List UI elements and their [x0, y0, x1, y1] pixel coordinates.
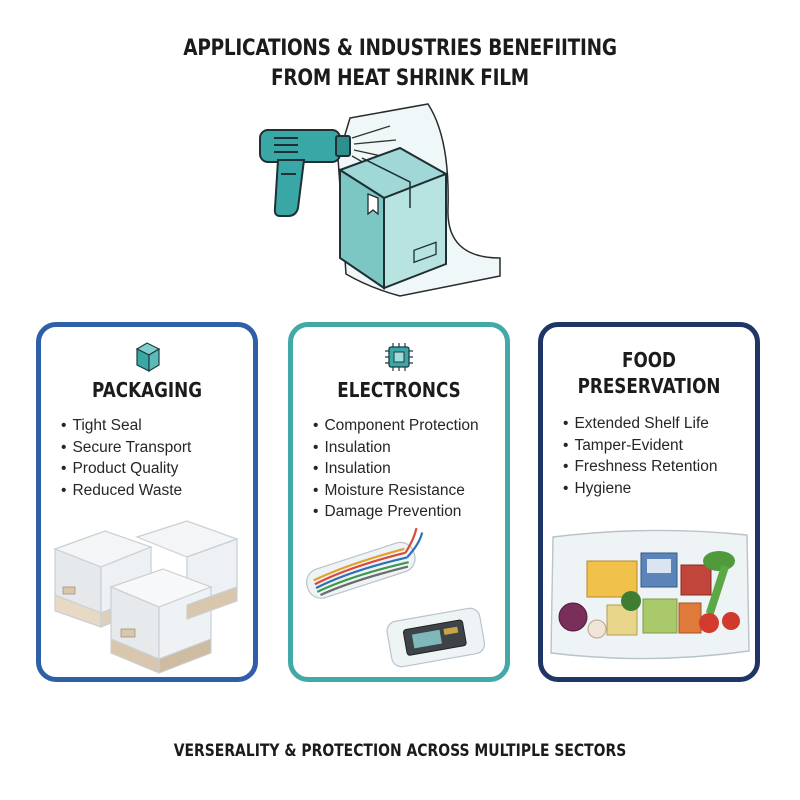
- list-item: Secure Transport: [61, 437, 191, 459]
- list-item: Hygiene: [563, 478, 717, 500]
- list-item: Reduced Waste: [61, 480, 191, 502]
- packaging-card: PACKAGING Tight Seal Secure Transport Pr…: [36, 322, 258, 682]
- food-preservation-title: FOOD PRESERVATION: [560, 347, 738, 399]
- list-item: Tamper-Evident: [563, 435, 717, 457]
- food-title-line-2: PRESERVATION: [577, 374, 721, 398]
- footer-tagline: VERSERALITY & PROTECTION ACROSS MULTIPLE…: [173, 741, 627, 761]
- wrapped-electronics-illustration: [305, 527, 486, 668]
- heat-gun-icon: [259, 129, 351, 217]
- packaging-list: Tight Seal Secure Transport Product Qual…: [61, 415, 191, 501]
- list-item: Insulation: [313, 437, 479, 459]
- title-line-1: APPLICATIONS & INDUSTRIES BENEFIITING: [183, 36, 617, 61]
- food-title-line-1: FOOD: [622, 348, 676, 372]
- electronics-card: ELECTRONCS Component Protection Insulati…: [288, 322, 510, 682]
- list-item: Component Protection: [313, 415, 478, 437]
- food-list: Extended Shelf Life Tamper-Evident Fresh…: [563, 413, 717, 499]
- list-item: Freshness Retention: [563, 456, 717, 478]
- electronics-title: ELECTRONCS: [337, 378, 461, 402]
- list-item: Insulation: [313, 458, 479, 480]
- list-item: Damage Prevention: [313, 501, 479, 523]
- box-icon: [135, 342, 161, 373]
- vacuum-sealed-food-illustration: [550, 529, 750, 660]
- chip-icon: [385, 343, 413, 371]
- list-item: Extended Shelf Life: [563, 413, 717, 435]
- electronics-list: Component Protection Insulation Insulati…: [313, 415, 479, 523]
- title-line-2: FROM HEAT SHRINK FILM: [271, 66, 529, 91]
- packaging-title: PACKAGING: [91, 378, 203, 402]
- list-item: Moisture Resistance: [313, 480, 479, 502]
- list-item: Product Quality: [61, 458, 191, 480]
- page-title: APPLICATIONS & INDUSTRIES BENEFIITING FR…: [64, 34, 736, 94]
- food-preservation-card: FOOD PRESERVATION Extended Shelf Life Ta…: [538, 322, 760, 682]
- box-icon: [337, 146, 449, 290]
- hero-illustration: [259, 103, 501, 297]
- wrapped-boxes-illustration: [53, 520, 239, 674]
- list-item: Tight Seal: [61, 415, 191, 437]
